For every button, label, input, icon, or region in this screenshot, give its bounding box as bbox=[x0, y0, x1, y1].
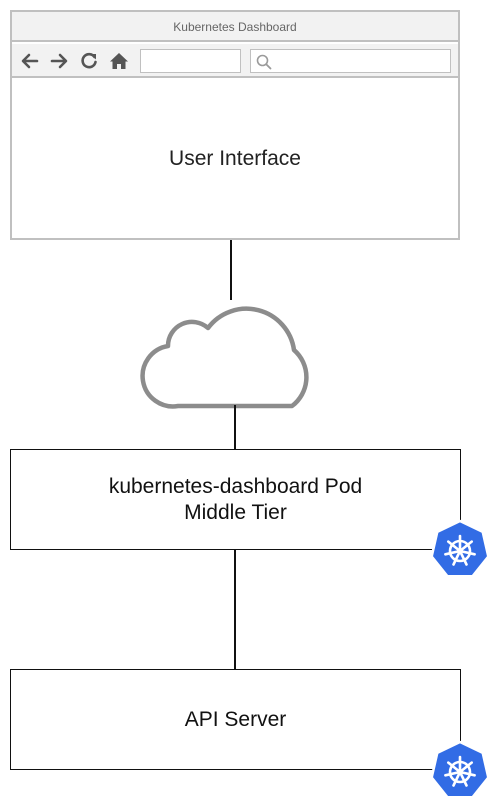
browser-window: Kubernetes Dashboard User Interface bbox=[10, 10, 460, 240]
home-icon[interactable] bbox=[108, 50, 130, 72]
pod-name-label: kubernetes-dashboard Pod bbox=[108, 474, 363, 498]
connector-pod-to-api bbox=[234, 550, 236, 670]
back-arrow-icon[interactable] bbox=[19, 50, 41, 72]
api-server-box: API Server bbox=[10, 669, 461, 770]
middle-tier-label: Middle Tier bbox=[184, 500, 287, 524]
search-input[interactable] bbox=[250, 49, 451, 73]
connector-ui-to-cloud bbox=[230, 240, 232, 300]
kubernetes-logo-icon bbox=[429, 740, 491, 802]
search-icon bbox=[255, 53, 273, 71]
api-server-label: API Server bbox=[184, 707, 287, 731]
kubernetes-logo-icon bbox=[429, 519, 491, 581]
forward-arrow-icon[interactable] bbox=[48, 50, 70, 72]
browser-title: Kubernetes Dashboard bbox=[173, 20, 297, 34]
connector-cloud-to-pod bbox=[234, 405, 236, 450]
cloud-icon bbox=[138, 298, 332, 411]
address-input[interactable] bbox=[140, 49, 241, 73]
user-interface-label: User Interface bbox=[169, 147, 301, 170]
browser-title-bar: Kubernetes Dashboard bbox=[12, 12, 458, 42]
dashboard-pod-box: kubernetes-dashboard Pod Middle Tier bbox=[10, 449, 461, 550]
browser-content: User Interface bbox=[12, 80, 458, 238]
refresh-icon[interactable] bbox=[78, 50, 100, 72]
browser-toolbar bbox=[12, 44, 458, 78]
